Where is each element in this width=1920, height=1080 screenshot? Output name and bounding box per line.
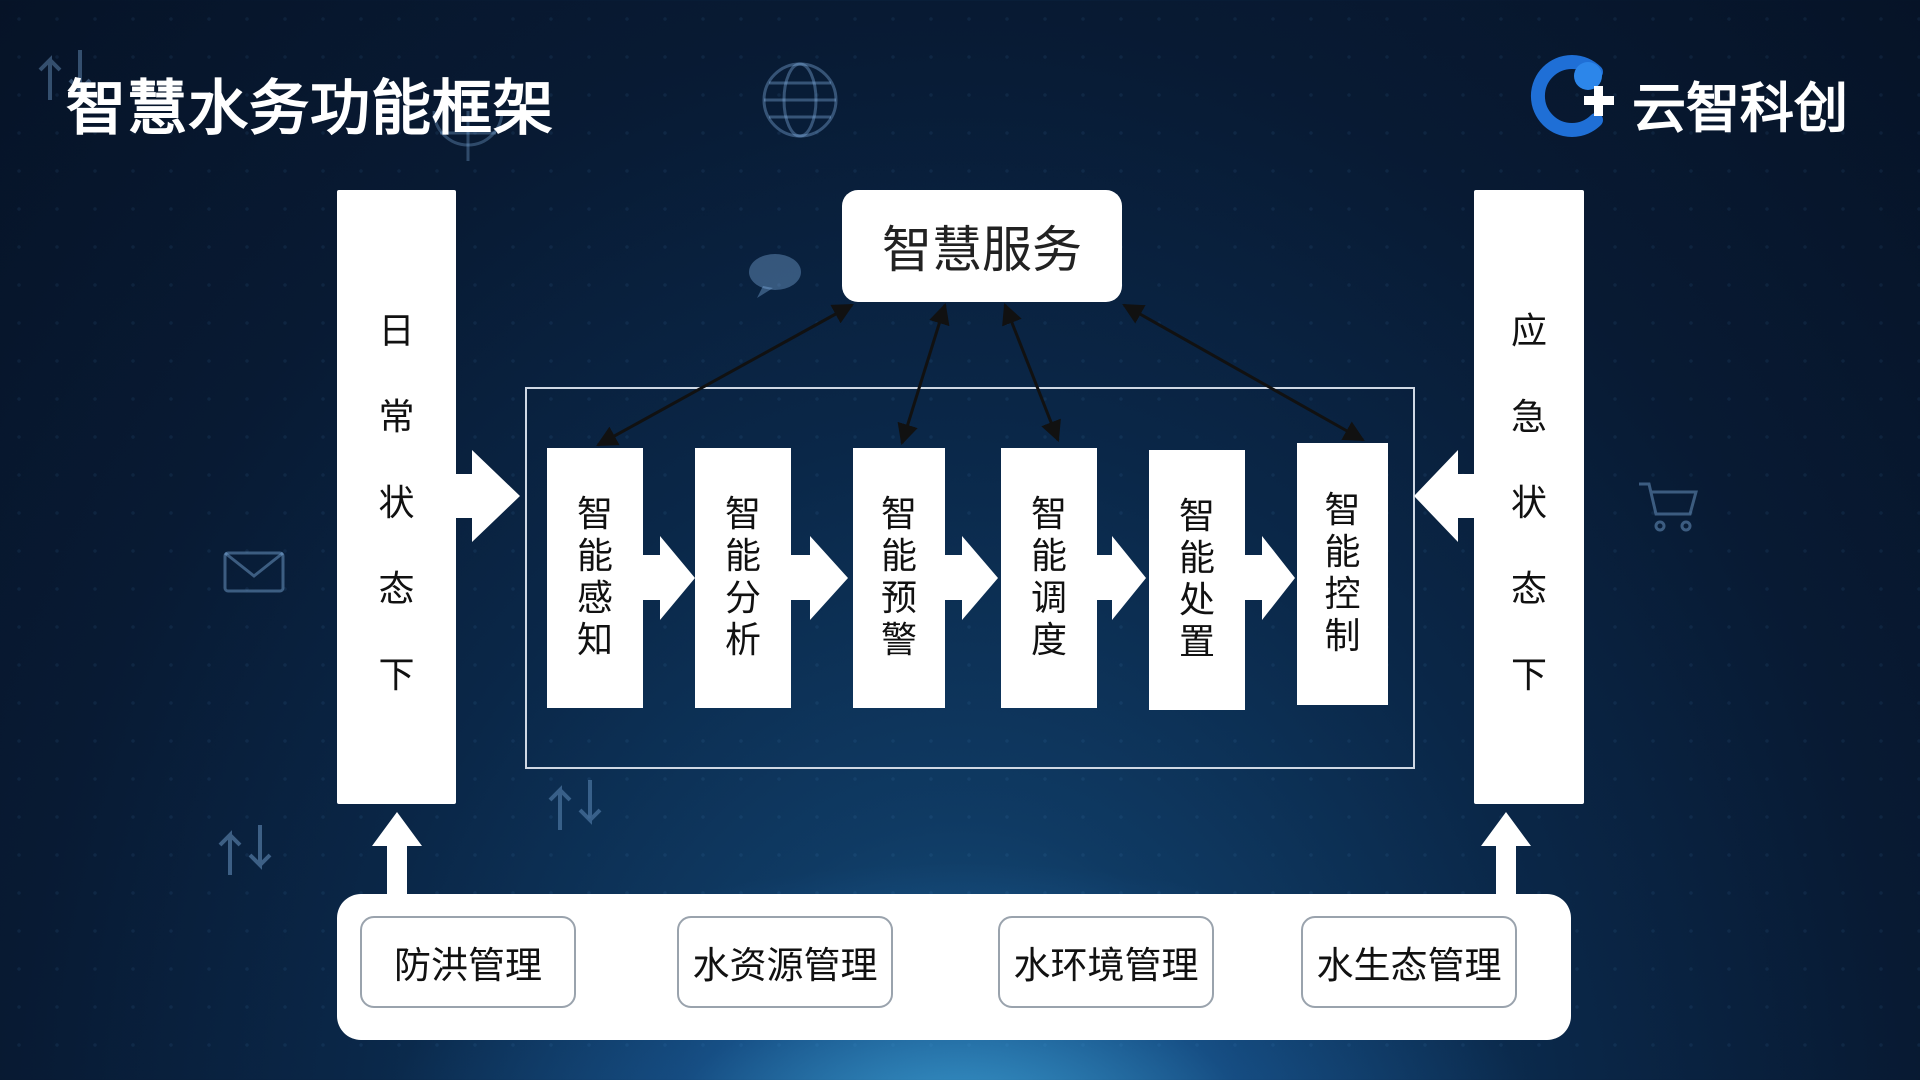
logo-text: 云智科创 <box>1632 77 1848 140</box>
flow-arrow <box>643 536 695 620</box>
step-handling: 智 能 处 置 <box>1149 450 1245 710</box>
up-arrow-left <box>372 812 422 894</box>
step-char: 能 <box>1178 538 1215 579</box>
step-char: 分 <box>724 578 761 619</box>
flow-arrow <box>945 536 998 620</box>
panel-char: 应 <box>1510 311 1547 352</box>
step-control: 智 能 控 制 <box>1297 443 1388 705</box>
flow-arrow <box>1245 536 1295 620</box>
step-char: 感 <box>576 578 613 619</box>
panel-char: 下 <box>1510 655 1547 696</box>
left-entry-arrow <box>456 450 520 542</box>
globe-icon <box>432 110 504 161</box>
step-char: 智 <box>1030 494 1067 535</box>
flow-arrow <box>791 536 848 620</box>
step-char: 智 <box>576 494 613 535</box>
service-link-arrow <box>1002 303 1061 442</box>
water-environment-management-box: 水环境管理 <box>998 916 1214 1008</box>
daily-state-panel: 日 常 状 态 下 <box>337 190 456 804</box>
panel-char: 急 <box>1510 397 1547 438</box>
service-link-arrow <box>596 303 854 447</box>
panel-char: 常 <box>378 397 415 438</box>
panel-char: 下 <box>378 655 415 696</box>
panel-char: 状 <box>378 483 415 524</box>
step-char: 能 <box>724 536 761 577</box>
step-char: 能 <box>880 536 917 577</box>
step-perception: 智 能 感 知 <box>547 448 643 708</box>
flood-management-box: 防洪管理 <box>360 916 576 1008</box>
emergency-state-panel: 应 急 状 态 下 <box>1474 190 1584 804</box>
panel-char: 状 <box>1510 483 1547 524</box>
water-resource-management-box: 水资源管理 <box>677 916 893 1008</box>
sync-arrows-icon <box>38 50 92 100</box>
panel-char: 态 <box>378 569 415 610</box>
chat-bubble-icon <box>749 254 801 298</box>
step-char: 能 <box>576 536 613 577</box>
sync-arrows-icon <box>548 780 602 830</box>
step-char: 处 <box>1178 580 1215 621</box>
step-char: 知 <box>576 620 613 661</box>
panel-char: 态 <box>1510 569 1547 610</box>
water-ecology-management-box: 水生态管理 <box>1301 916 1517 1008</box>
step-char: 智 <box>1324 490 1361 531</box>
mail-icon <box>223 551 285 593</box>
service-link-arrow <box>897 302 950 446</box>
step-analysis: 智 能 分 析 <box>695 448 791 708</box>
step-char: 能 <box>1324 532 1361 573</box>
process-frame <box>525 387 1415 769</box>
cart-icon <box>1639 482 1698 532</box>
step-char: 智 <box>724 494 761 535</box>
step-char: 智 <box>1178 496 1215 537</box>
up-arrow-right <box>1481 812 1531 894</box>
flow-arrow <box>1097 536 1146 620</box>
step-char: 置 <box>1178 622 1215 663</box>
step-char: 预 <box>880 578 917 619</box>
step-char: 析 <box>724 620 761 661</box>
step-char: 度 <box>1030 620 1067 661</box>
page-title: 智慧水务功能框架 <box>66 74 554 144</box>
step-char: 警 <box>880 620 917 661</box>
panel-char: 日 <box>378 311 415 352</box>
step-char: 控 <box>1324 574 1361 615</box>
sync-arrows-icon <box>218 825 272 875</box>
cloud-c-logo-icon <box>1531 55 1614 137</box>
brand-logo: 云智科创 <box>1518 50 1858 140</box>
right-entry-arrow <box>1414 450 1474 542</box>
globe-icon <box>762 62 838 138</box>
step-char: 制 <box>1324 616 1361 657</box>
smart-service-box: 智慧服务 <box>842 190 1122 302</box>
service-link-arrow <box>1122 303 1365 442</box>
step-char: 能 <box>1030 536 1067 577</box>
step-char: 智 <box>880 494 917 535</box>
step-char: 调 <box>1030 578 1067 619</box>
step-dispatch: 智 能 调 度 <box>1001 448 1097 708</box>
step-warning: 智 能 预 警 <box>853 448 945 708</box>
